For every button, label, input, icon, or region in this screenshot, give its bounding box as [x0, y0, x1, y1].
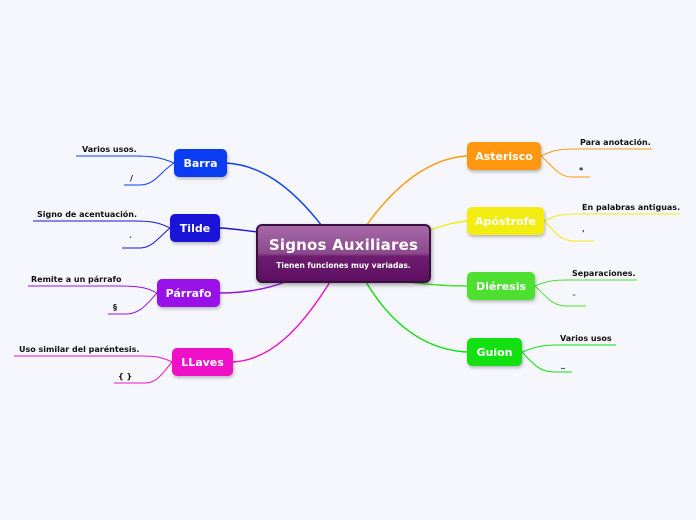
central-topic[interactable]: Signos Auxiliares Tienen funciones muy v… [256, 224, 431, 283]
leaf-line-guion-2 [521, 351, 572, 373]
connector-tilde [218, 227, 259, 233]
connector-llaves [232, 281, 331, 363]
central-topic-subtitle: Tienen funciones muy variadas. [276, 261, 411, 270]
leaf-asterisco-symbol[interactable]: * [579, 166, 584, 175]
leaf-guion-text[interactable]: Varios usos [560, 334, 612, 343]
connector-barra [225, 162, 323, 227]
topic-guion[interactable]: Guion [467, 338, 522, 366]
leaf-line-barra-2 [124, 162, 175, 186]
topic-parrafo[interactable]: Párrafo [157, 279, 220, 307]
connector-asterisco [365, 155, 468, 227]
central-topic-title: Signos Auxiliares [268, 236, 419, 254]
leaf-line-llaves-2 [114, 361, 173, 384]
leaf-tilde-symbol[interactable]: ´ [128, 236, 132, 245]
leaf-line-parrafo-2 [108, 292, 158, 315]
leaf-line-asterisco-2 [540, 155, 590, 178]
leaf-apostrofe-text[interactable]: En palabras antiguas. [582, 203, 681, 212]
leaf-llaves-symbol[interactable]: { } [118, 372, 133, 381]
connector-guion [365, 281, 468, 353]
topic-tilde[interactable]: Tilde [170, 214, 220, 242]
leaf-line-asterisco-1 [540, 148, 652, 157]
topic-apostrofe[interactable]: Apóstrofe [467, 207, 544, 235]
leaf-dieresis-text[interactable]: Separaciones. [572, 269, 636, 278]
leaf-barra-text[interactable]: Varios usos. [82, 145, 137, 154]
leaf-guion-symbol[interactable]: _ [561, 360, 565, 369]
topic-llaves[interactable]: LLaves [172, 348, 233, 376]
leaf-parrafo-symbol[interactable]: § [113, 303, 117, 312]
leaf-tilde-text[interactable]: Signo de acentuación. [37, 210, 138, 219]
leaf-line-tilde-1 [33, 220, 171, 229]
topic-asterisco[interactable]: Asterisco [467, 142, 541, 170]
leaf-line-parrafo-1 [28, 285, 158, 294]
leaf-asterisco-text[interactable]: Para anotación. [580, 138, 651, 147]
leaf-apostrofe-symbol[interactable]: ' [582, 229, 585, 238]
leaf-llaves-text[interactable]: Uso similar del paréntesis. [19, 345, 140, 354]
connector-parrafo [219, 281, 286, 294]
leaf-line-apostrofe-1 [543, 213, 680, 222]
leaf-line-llaves-1 [14, 355, 173, 363]
leaf-parrafo-text[interactable]: Remite a un párrafo [31, 275, 122, 284]
leaf-line-guion-1 [521, 344, 616, 353]
leaf-line-dieresis-2 [534, 285, 586, 307]
connector-apostrofe [429, 220, 468, 231]
leaf-line-apostrofe-2 [543, 220, 594, 242]
leaf-barra-symbol[interactable]: / [130, 174, 133, 183]
leaf-line-dieresis-1 [534, 279, 637, 287]
leaf-line-tilde-2 [122, 227, 171, 249]
topic-barra[interactable]: Barra [174, 149, 227, 177]
leaf-dieresis-symbol[interactable]: ¨ [572, 294, 576, 303]
leaf-line-barra-1 [76, 155, 175, 164]
topic-dieresis[interactable]: Diéresis [467, 272, 535, 300]
